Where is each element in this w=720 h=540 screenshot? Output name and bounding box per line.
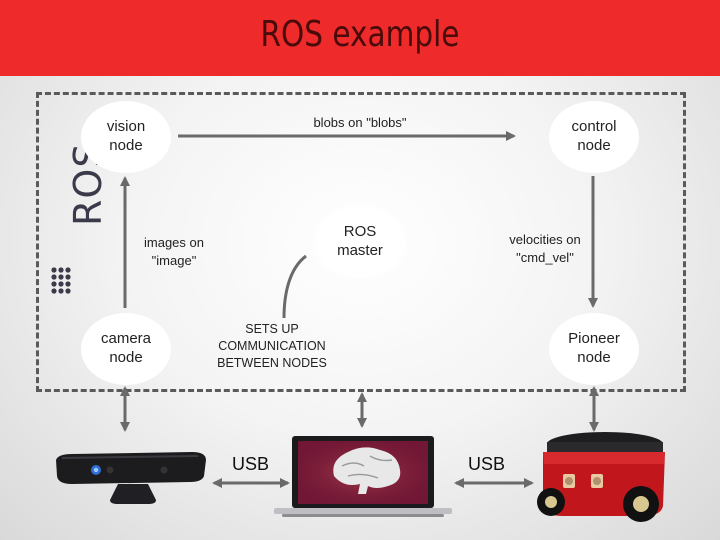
ros-logo-icon bbox=[51, 267, 71, 294]
usb-right-label: USB bbox=[468, 454, 506, 474]
vision-node: vision node bbox=[81, 101, 171, 173]
pioneer-node: Pioneer node bbox=[549, 313, 639, 385]
laptop-icon bbox=[274, 436, 452, 517]
kinect-sensor-icon bbox=[56, 452, 206, 504]
setup-label: SETS UP COMMUNICATION BETWEEN NODES bbox=[217, 322, 327, 370]
velocities-label: velocities on "cmd_vel" bbox=[509, 232, 581, 265]
vision-node-label: vision node bbox=[106, 118, 146, 154]
pioneer-robot-icon bbox=[537, 432, 665, 522]
control-node-label: control node bbox=[571, 118, 617, 154]
title-bar: ROS example bbox=[0, 0, 720, 76]
page-title: ROS example bbox=[260, 14, 460, 55]
ros-master-node: ROS master bbox=[315, 206, 405, 278]
usb-left-label: USB bbox=[232, 454, 270, 474]
setup-curve bbox=[282, 254, 307, 319]
pioneer-node-label: Pioneer node bbox=[568, 330, 620, 366]
control-node: control node bbox=[549, 101, 639, 173]
blobs-label: blobs on "blobs" bbox=[313, 115, 407, 130]
images-label: images on "image" bbox=[144, 235, 204, 268]
ros-master-label: ROS master bbox=[337, 223, 383, 259]
camera-node: camera node bbox=[81, 313, 171, 385]
camera-node-label: camera node bbox=[100, 330, 152, 366]
ros-system-boundary bbox=[36, 92, 686, 392]
